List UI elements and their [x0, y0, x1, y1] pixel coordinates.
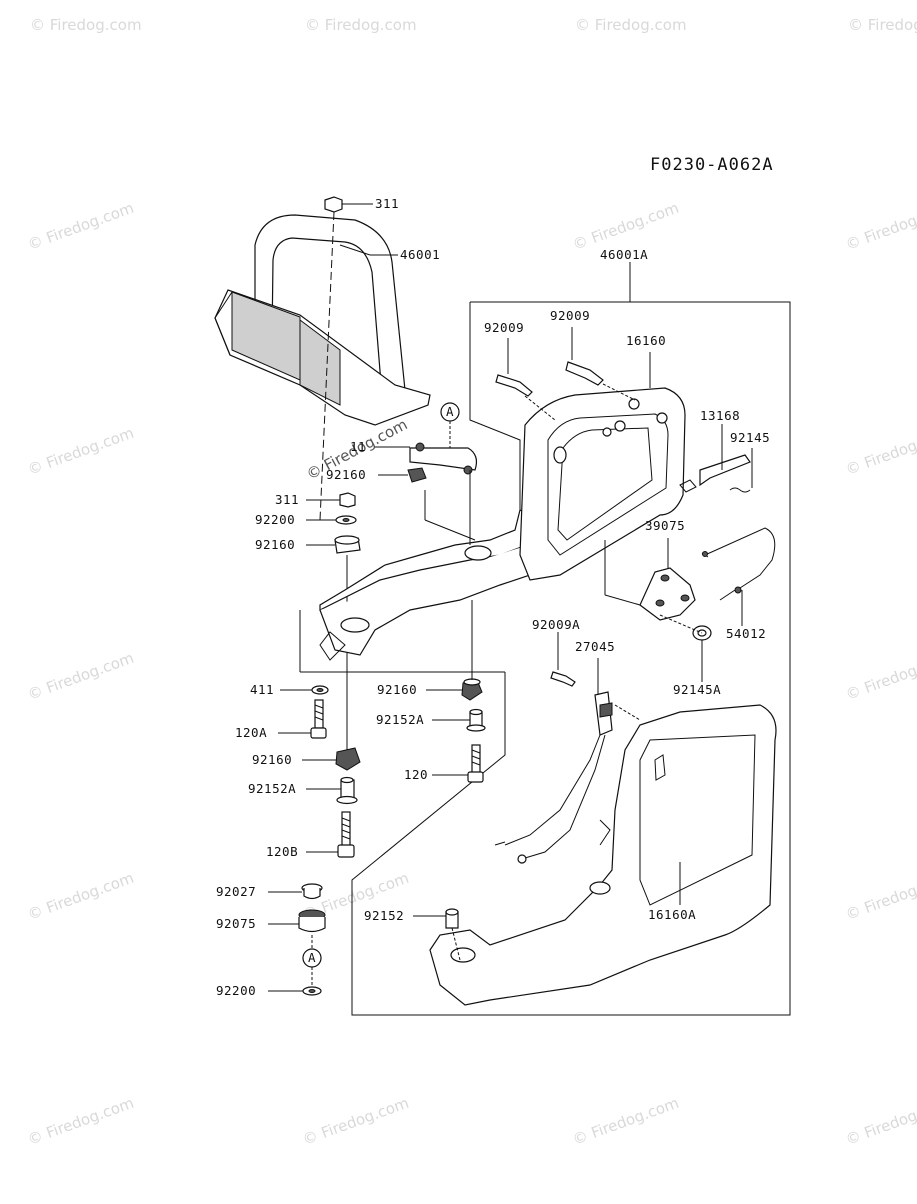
callout-a-top: A	[440, 402, 460, 450]
label-92152A: 92152A	[376, 712, 424, 727]
label-16160: 16160	[626, 333, 666, 348]
bolt-120B	[306, 811, 355, 858]
label-92152A: 92152A	[248, 781, 296, 796]
grommet-92027	[268, 883, 323, 900]
knob-92160-a	[378, 467, 427, 483]
switch-27045	[494, 658, 641, 864]
watermark: © Firedog.com	[843, 869, 917, 924]
label-46001A: 46001A	[600, 247, 648, 262]
watermark: © Firedog.com	[25, 199, 136, 254]
assembly-frame-46001A	[351, 301, 791, 1016]
main-frame-body	[319, 509, 546, 661]
sleeve-92152A-b	[306, 776, 358, 805]
diagram-code: F0230-A062A	[650, 155, 774, 175]
label-16160A: 16160A	[648, 907, 696, 922]
svg-text:A: A	[446, 404, 454, 419]
watermark: © Firedog.com	[843, 199, 917, 254]
washer-411	[280, 685, 329, 695]
label-411: 411	[250, 682, 274, 697]
watermark: © Firedog.com	[843, 649, 917, 704]
label-92009: 92009	[550, 308, 590, 323]
watermark: © Firedog.com	[25, 424, 136, 479]
label-120A: 120A	[235, 725, 267, 740]
lower-handle-16160A	[429, 704, 777, 1006]
watermark: © Firedog.com	[30, 16, 142, 34]
bracket-plate-11	[375, 442, 478, 475]
damper-92075	[268, 909, 326, 933]
label-92027: 92027	[216, 884, 256, 899]
label-92152: 92152	[364, 908, 404, 923]
bolt-120	[432, 744, 484, 783]
lever-13168	[679, 424, 751, 493]
label-11: 11	[350, 439, 366, 454]
watermark: © Firedog.com	[570, 199, 681, 254]
leader-line	[424, 519, 476, 541]
label-92200: 92200	[216, 983, 256, 998]
watermark: © Firedog.com	[575, 16, 687, 34]
label-92160: 92160	[326, 467, 366, 482]
label-54012: 54012	[726, 626, 766, 641]
label-27045: 27045	[575, 639, 615, 654]
label-46001: 46001	[400, 247, 440, 262]
washer-92200-b	[268, 986, 322, 996]
washer-92200-a	[306, 515, 357, 525]
label-92145A: 92145A	[673, 682, 721, 697]
watermark: © Firedog.com	[843, 1094, 917, 1149]
knob-92160-c	[426, 600, 483, 701]
watermark: © Firedog.com	[25, 869, 136, 924]
knob-92160-b	[306, 535, 361, 554]
cable-54012	[701, 527, 776, 626]
sleeve-92152A-a	[432, 708, 486, 732]
part-labels: 311 46001 46001A 92009 92009 16160 13168…	[216, 196, 770, 998]
watermark: © Firedog.com	[848, 16, 917, 34]
callout-a-bottom: A	[302, 935, 322, 985]
watermark: © Firedog.com	[570, 1094, 681, 1149]
trigger-39075	[604, 538, 696, 621]
label-92009: 92009	[484, 320, 524, 335]
label-92009A: 92009A	[532, 617, 580, 632]
rear-handle-16160	[519, 387, 686, 581]
assembly-frame-edge	[469, 302, 521, 520]
label-92145: 92145	[730, 430, 770, 445]
watermark: © Firedog.com	[843, 424, 917, 479]
nut-311-mid	[306, 492, 356, 508]
pin-92152	[413, 908, 461, 961]
label-311: 311	[375, 196, 399, 211]
label-92075: 92075	[216, 916, 256, 931]
label-92200: 92200	[255, 512, 295, 527]
leader-line	[339, 244, 371, 256]
label-13168: 13168	[700, 408, 740, 423]
screw-92009-b	[565, 327, 636, 401]
front-handle-46001	[214, 214, 431, 426]
watermark: © Firedog.com	[25, 1094, 136, 1149]
label-120B: 120B	[266, 844, 298, 859]
assembly-axis	[319, 211, 335, 521]
label-92160: 92160	[252, 752, 292, 767]
label-311: 311	[275, 492, 299, 507]
watermark: © Firedog.com	[25, 649, 136, 704]
label-92160: 92160	[377, 682, 417, 697]
screw-92009A	[550, 632, 576, 687]
bolt-120A	[278, 699, 327, 739]
label-39075: 39075	[645, 518, 685, 533]
nut-311-top	[324, 196, 373, 213]
watermark: © Firedog.com	[300, 1094, 411, 1149]
svg-text:A: A	[308, 950, 316, 965]
label-92160: 92160	[255, 537, 295, 552]
label-120: 120	[404, 767, 428, 782]
knob-92160-d	[302, 747, 361, 771]
collar-92145A	[659, 614, 712, 682]
screw-92009-a	[495, 338, 556, 421]
watermark: © Firedog.com	[305, 16, 417, 34]
spring-92145	[729, 448, 753, 493]
